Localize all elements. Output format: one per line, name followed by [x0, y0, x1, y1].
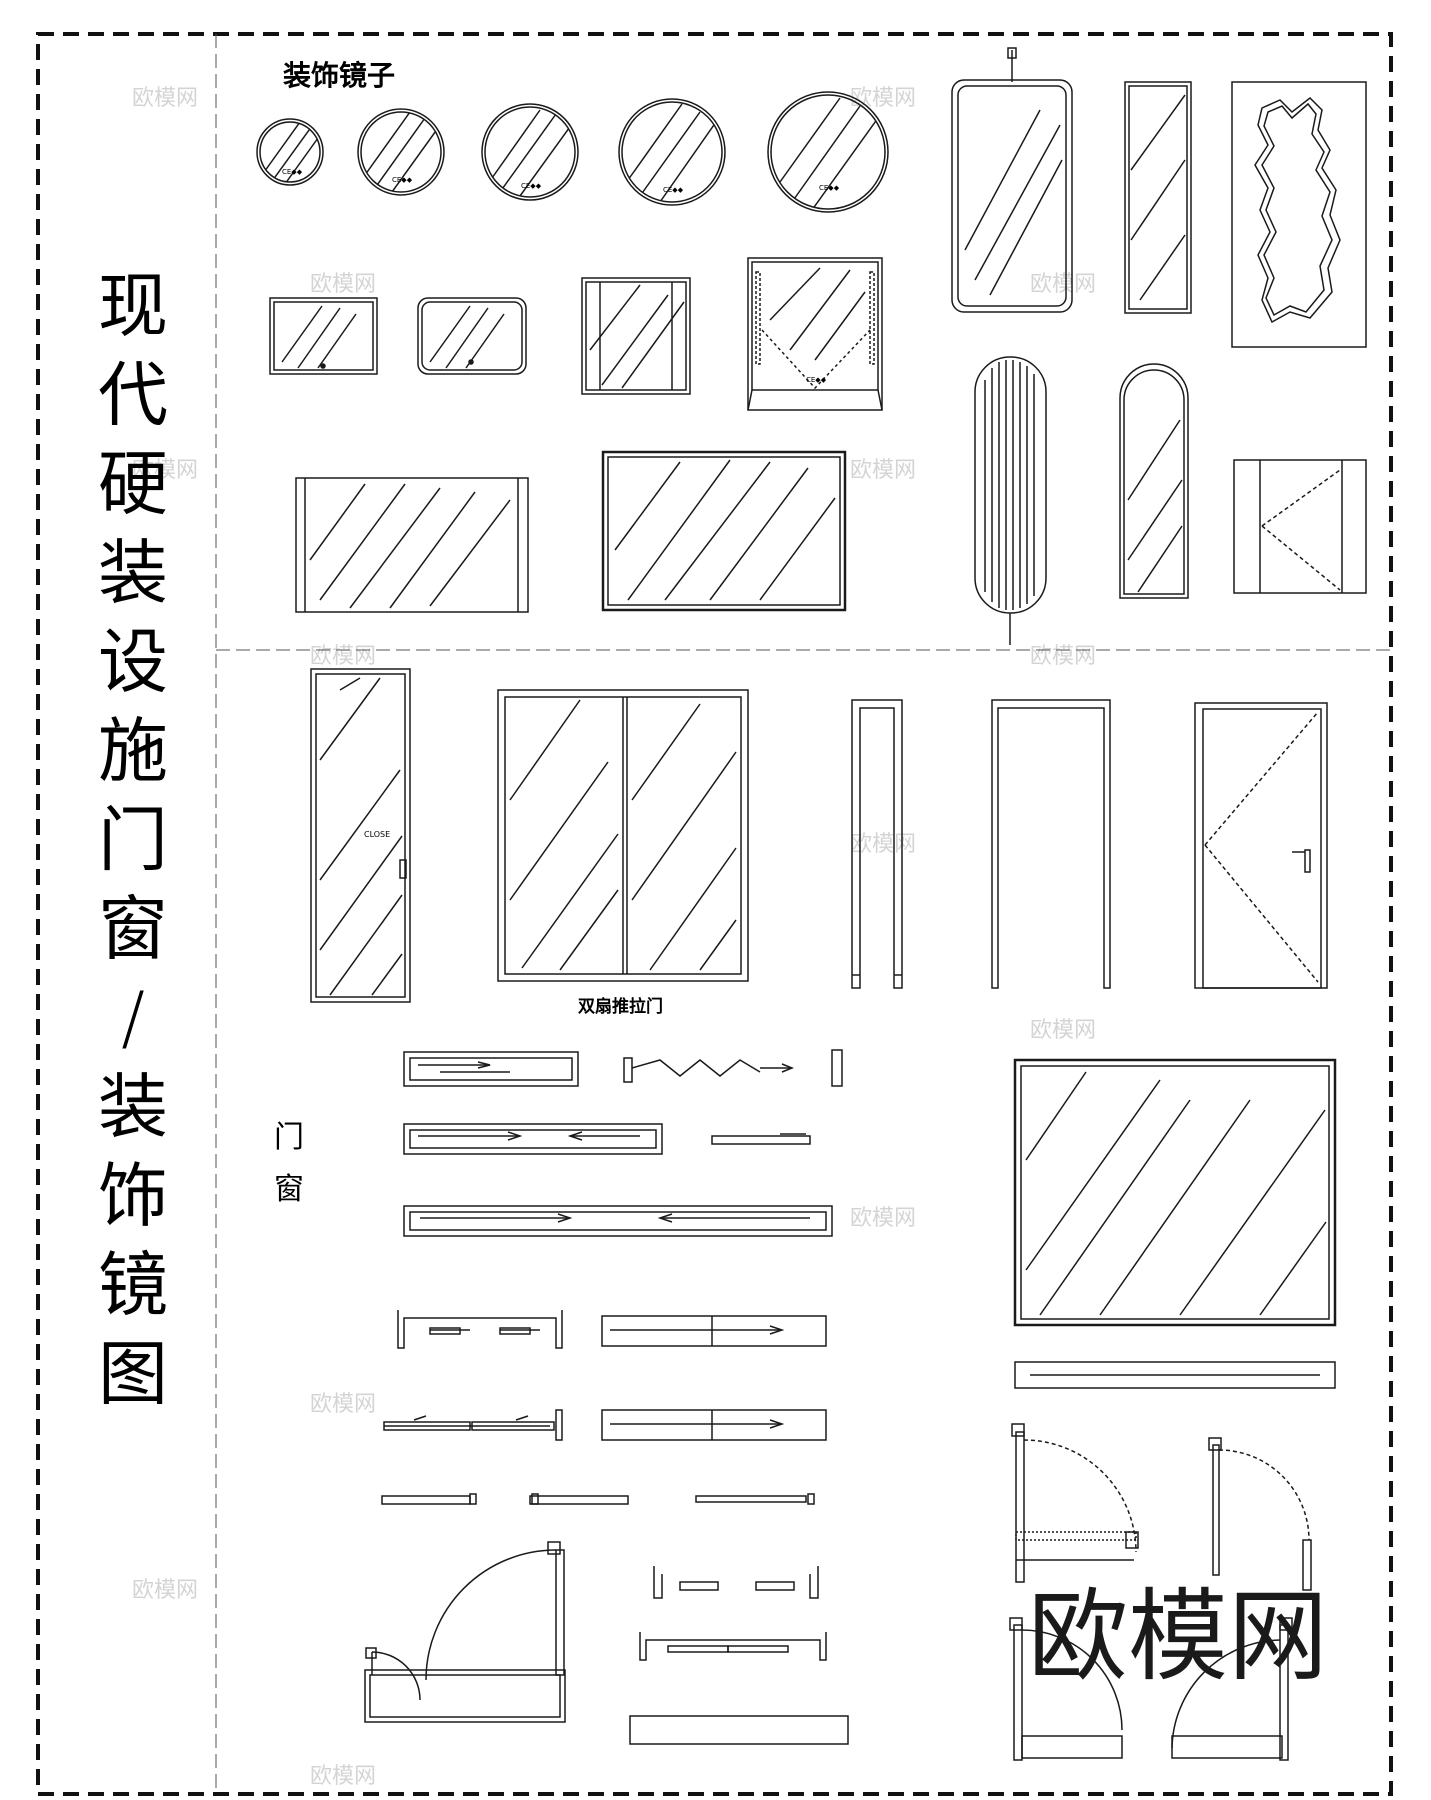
watermark: 欧模网	[850, 458, 917, 483]
round-mirror	[481, 103, 579, 201]
door-sign: CLOSE	[364, 830, 391, 839]
rect-mirror-small	[269, 297, 378, 375]
swing-door-plan	[364, 1541, 566, 1723]
title-char: 硬	[98, 443, 168, 525]
sliding-window-plan	[383, 1409, 563, 1441]
title-char: 窗	[98, 888, 168, 970]
mirror-cabinet	[581, 277, 691, 395]
title-char: 装	[98, 532, 168, 614]
mirror-led-label: CE◆◆	[819, 184, 840, 192]
watermark: 欧模网	[1030, 1018, 1097, 1043]
door-swing-plan	[1171, 1617, 1293, 1761]
arched-mirror	[1119, 363, 1189, 599]
folding-door-plan	[623, 1057, 795, 1083]
mirror-led-label: CE◆◆	[392, 176, 413, 184]
title-char: /	[121, 977, 145, 1059]
sliding-plan-small	[711, 1133, 811, 1145]
round-mirror	[618, 98, 726, 206]
glass-door	[310, 668, 411, 1003]
pocket-door-plan	[397, 1310, 563, 1349]
watermark: 欧模网	[310, 1392, 377, 1417]
door-window-char: 门	[274, 1120, 304, 1155]
door-swing-plan	[1011, 1423, 1139, 1583]
door-swing-plan	[1208, 1437, 1312, 1591]
striped-capsule-mirror	[974, 356, 1047, 645]
title-char: 施	[98, 710, 168, 792]
sliding-track-plan	[601, 1409, 827, 1441]
door-frame	[991, 699, 1111, 989]
wall-stub	[831, 1049, 843, 1087]
watermark: 欧模网	[132, 86, 199, 111]
title-char: 图	[98, 1333, 168, 1415]
mirror-led-label: CE◆◆	[806, 376, 827, 384]
watermark: 欧模网	[132, 458, 199, 483]
round-mirror	[357, 108, 445, 196]
door-window-char: 窗	[274, 1172, 304, 1207]
irregular-mirror	[1231, 81, 1367, 348]
sliding-double-door	[497, 689, 749, 982]
title-char: 设	[98, 621, 168, 703]
door-window-label: 门 窗	[274, 1112, 314, 1216]
door-swing-plan	[1009, 1617, 1123, 1761]
title-char: 现	[98, 265, 168, 347]
watermark-logo: 欧模网	[1028, 1578, 1328, 1695]
hanging-mirror	[951, 47, 1073, 313]
round-mirror	[256, 118, 324, 186]
rounded-rect-mirror	[417, 297, 527, 375]
wall-section-plan	[629, 1715, 849, 1745]
watermark: 欧模网	[132, 1578, 199, 1603]
wide-mirror	[295, 477, 529, 613]
watermark: 欧模网	[850, 832, 917, 857]
outer-dashed-border	[36, 32, 1393, 1796]
title-char: 代	[98, 354, 168, 436]
sliding-plan	[403, 1123, 663, 1155]
pocket-wall-plan	[639, 1632, 827, 1661]
vertical-title: 现 代 硬 装 设 施 门 窗 / 装 饰 镜 图	[88, 262, 178, 1419]
watermark: 欧模网	[310, 644, 377, 669]
watermark: 欧模网	[1030, 272, 1097, 297]
swing-door	[1194, 702, 1328, 989]
wide-mirror-framed	[601, 450, 847, 612]
round-mirror	[767, 91, 889, 213]
watermark: 欧模网	[1030, 644, 1097, 669]
cabinet-mirror	[1233, 459, 1367, 594]
wall-strip	[1014, 1361, 1336, 1389]
sliding-door-label: 双扇推拉门	[578, 997, 663, 1017]
mirror-led-label: CE◆◆	[663, 186, 684, 194]
window-sill-plan	[381, 1493, 815, 1505]
watermark: 欧模网	[310, 1764, 377, 1789]
title-char: 镜	[98, 1244, 168, 1326]
corner-window-plan	[653, 1566, 819, 1599]
sliding-plan-long	[403, 1205, 833, 1237]
sliding-track-plan	[601, 1315, 827, 1347]
mirror-led-label: CE◆◆	[282, 168, 303, 176]
led-mirror-cabinet	[747, 257, 883, 411]
sliding-plan	[403, 1051, 579, 1087]
watermark: 欧模网	[310, 272, 377, 297]
rect-mirror-tall	[1124, 81, 1192, 314]
watermark: 欧模网	[850, 1206, 917, 1231]
large-mirror-panel	[1013, 1058, 1337, 1327]
title-char: 饰	[98, 1155, 168, 1237]
watermark: 欧模网	[850, 86, 917, 111]
title-char: 装	[98, 1066, 168, 1148]
mirror-led-label: CE◆◆	[521, 182, 542, 190]
door-frame-narrow	[851, 699, 903, 989]
mirror-section-title: 装饰镜子	[283, 59, 396, 92]
title-char: 门	[98, 799, 168, 881]
